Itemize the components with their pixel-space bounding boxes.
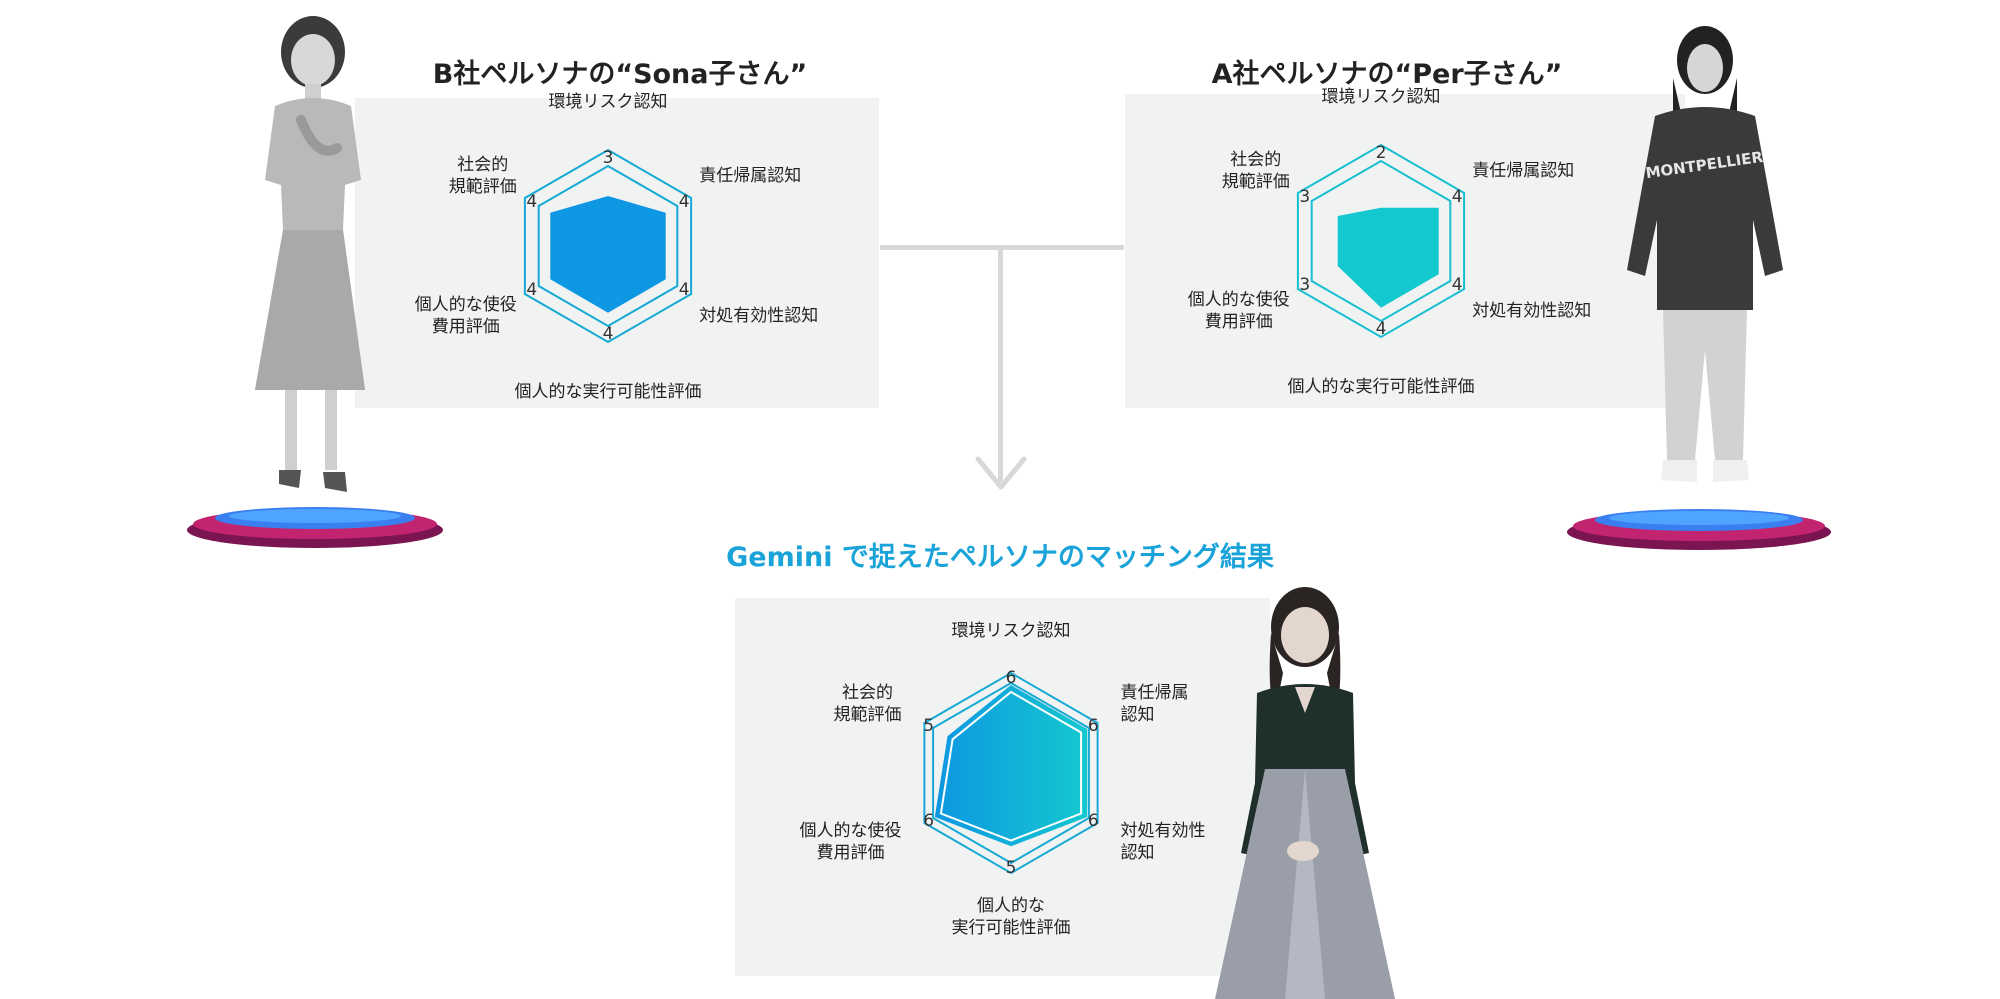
radar-axis-label: 対処有効性認知	[1472, 301, 1592, 321]
persona-a-pedestal	[1567, 509, 1831, 550]
radar-axis-label: 環境リスク認知	[951, 621, 1071, 641]
radar-axis-label: 個人的な実行可能性評価	[514, 382, 702, 402]
radar-axis-label: 個人的な使役費用評価	[1187, 290, 1290, 332]
radar-score-label: 4	[526, 192, 538, 212]
radar-axis-label: 個人的な使役費用評価	[799, 821, 902, 863]
persona-a-photo: MONTPELLIER	[1627, 26, 1783, 482]
radar-axis-label: 個人的な実行可能性評価	[1287, 377, 1475, 397]
radar-outer-hexagon	[1296, 143, 1466, 339]
radar-score-label: 5	[1005, 858, 1017, 878]
result-title: Gemini で捉えたペルソナのマッチング結果	[726, 542, 1274, 573]
radar-axis-label: 環境リスク認知	[548, 92, 668, 112]
radar-score-label: 4	[526, 280, 538, 300]
result-radar-chart	[923, 671, 1099, 875]
persona-b-photo	[255, 16, 365, 492]
radar-axis-label: 環境リスク認知	[1321, 87, 1441, 107]
radar-score-label: 4	[1375, 319, 1387, 339]
radar-axis-label: 対処有効性認知	[699, 306, 819, 326]
radar-data-area	[550, 196, 666, 313]
connector-arrowhead	[975, 456, 1027, 490]
radar-data-area	[1337, 207, 1439, 308]
radar-score-label: 4	[678, 192, 690, 212]
radar-axis-label: 社会的規範評価	[833, 683, 902, 725]
radar-score-label: 4	[1451, 187, 1463, 207]
radar-score-label: 6	[1087, 715, 1099, 736]
radar-inner-hexagon	[1310, 159, 1452, 323]
radar-outer-hexagon	[523, 148, 693, 344]
radar-score-label: 6	[923, 810, 935, 831]
radar-data-highlight	[939, 690, 1083, 842]
radar-axis-label: 個人的な実行可能性評価	[951, 896, 1071, 938]
right-radar-chart	[1296, 143, 1466, 339]
radar-score-label: 4	[678, 280, 690, 300]
right-persona-title: A社ペルソナの“Per子さん”	[1211, 59, 1563, 90]
radar-axis-label: 個人的な使役費用評価	[414, 295, 517, 337]
persona-b-pedestal	[187, 507, 443, 548]
radar-axis-label: 責任帰属認知	[1472, 161, 1575, 181]
connector-vertical	[998, 247, 1003, 482]
left-radar-chart	[523, 148, 693, 344]
radar-score-label: 4	[602, 324, 614, 344]
radar-score-label: 3	[1299, 275, 1311, 295]
radar-score-label: 5	[923, 715, 935, 736]
radar-score-label: 3	[1299, 187, 1311, 207]
matched-persona-photo	[1215, 587, 1395, 999]
radar-score-label: 4	[1451, 275, 1463, 295]
radar-axis-label: 対処有効性認知	[1120, 821, 1206, 863]
radar-score-label: 3	[602, 148, 614, 168]
radar-axis-label: 社会的規範評価	[1221, 150, 1290, 192]
radar-axis-label: 責任帰属認知	[1120, 683, 1189, 725]
radar-score-label: 2	[1375, 143, 1387, 163]
radar-score-label: 6	[1087, 810, 1099, 831]
radar-data-area	[934, 685, 1088, 847]
radar-outer-hexagon	[923, 671, 1099, 875]
radar-inner-hexagon	[537, 164, 679, 328]
radar-score-label: 6	[1005, 668, 1017, 688]
radar-inner-hexagon	[932, 681, 1090, 865]
radar-axis-label: 責任帰属認知	[699, 166, 802, 186]
radar-axis-label: 社会的規範評価	[448, 155, 517, 197]
left-persona-title: B社ペルソナの“Sona子さん”	[432, 59, 808, 90]
